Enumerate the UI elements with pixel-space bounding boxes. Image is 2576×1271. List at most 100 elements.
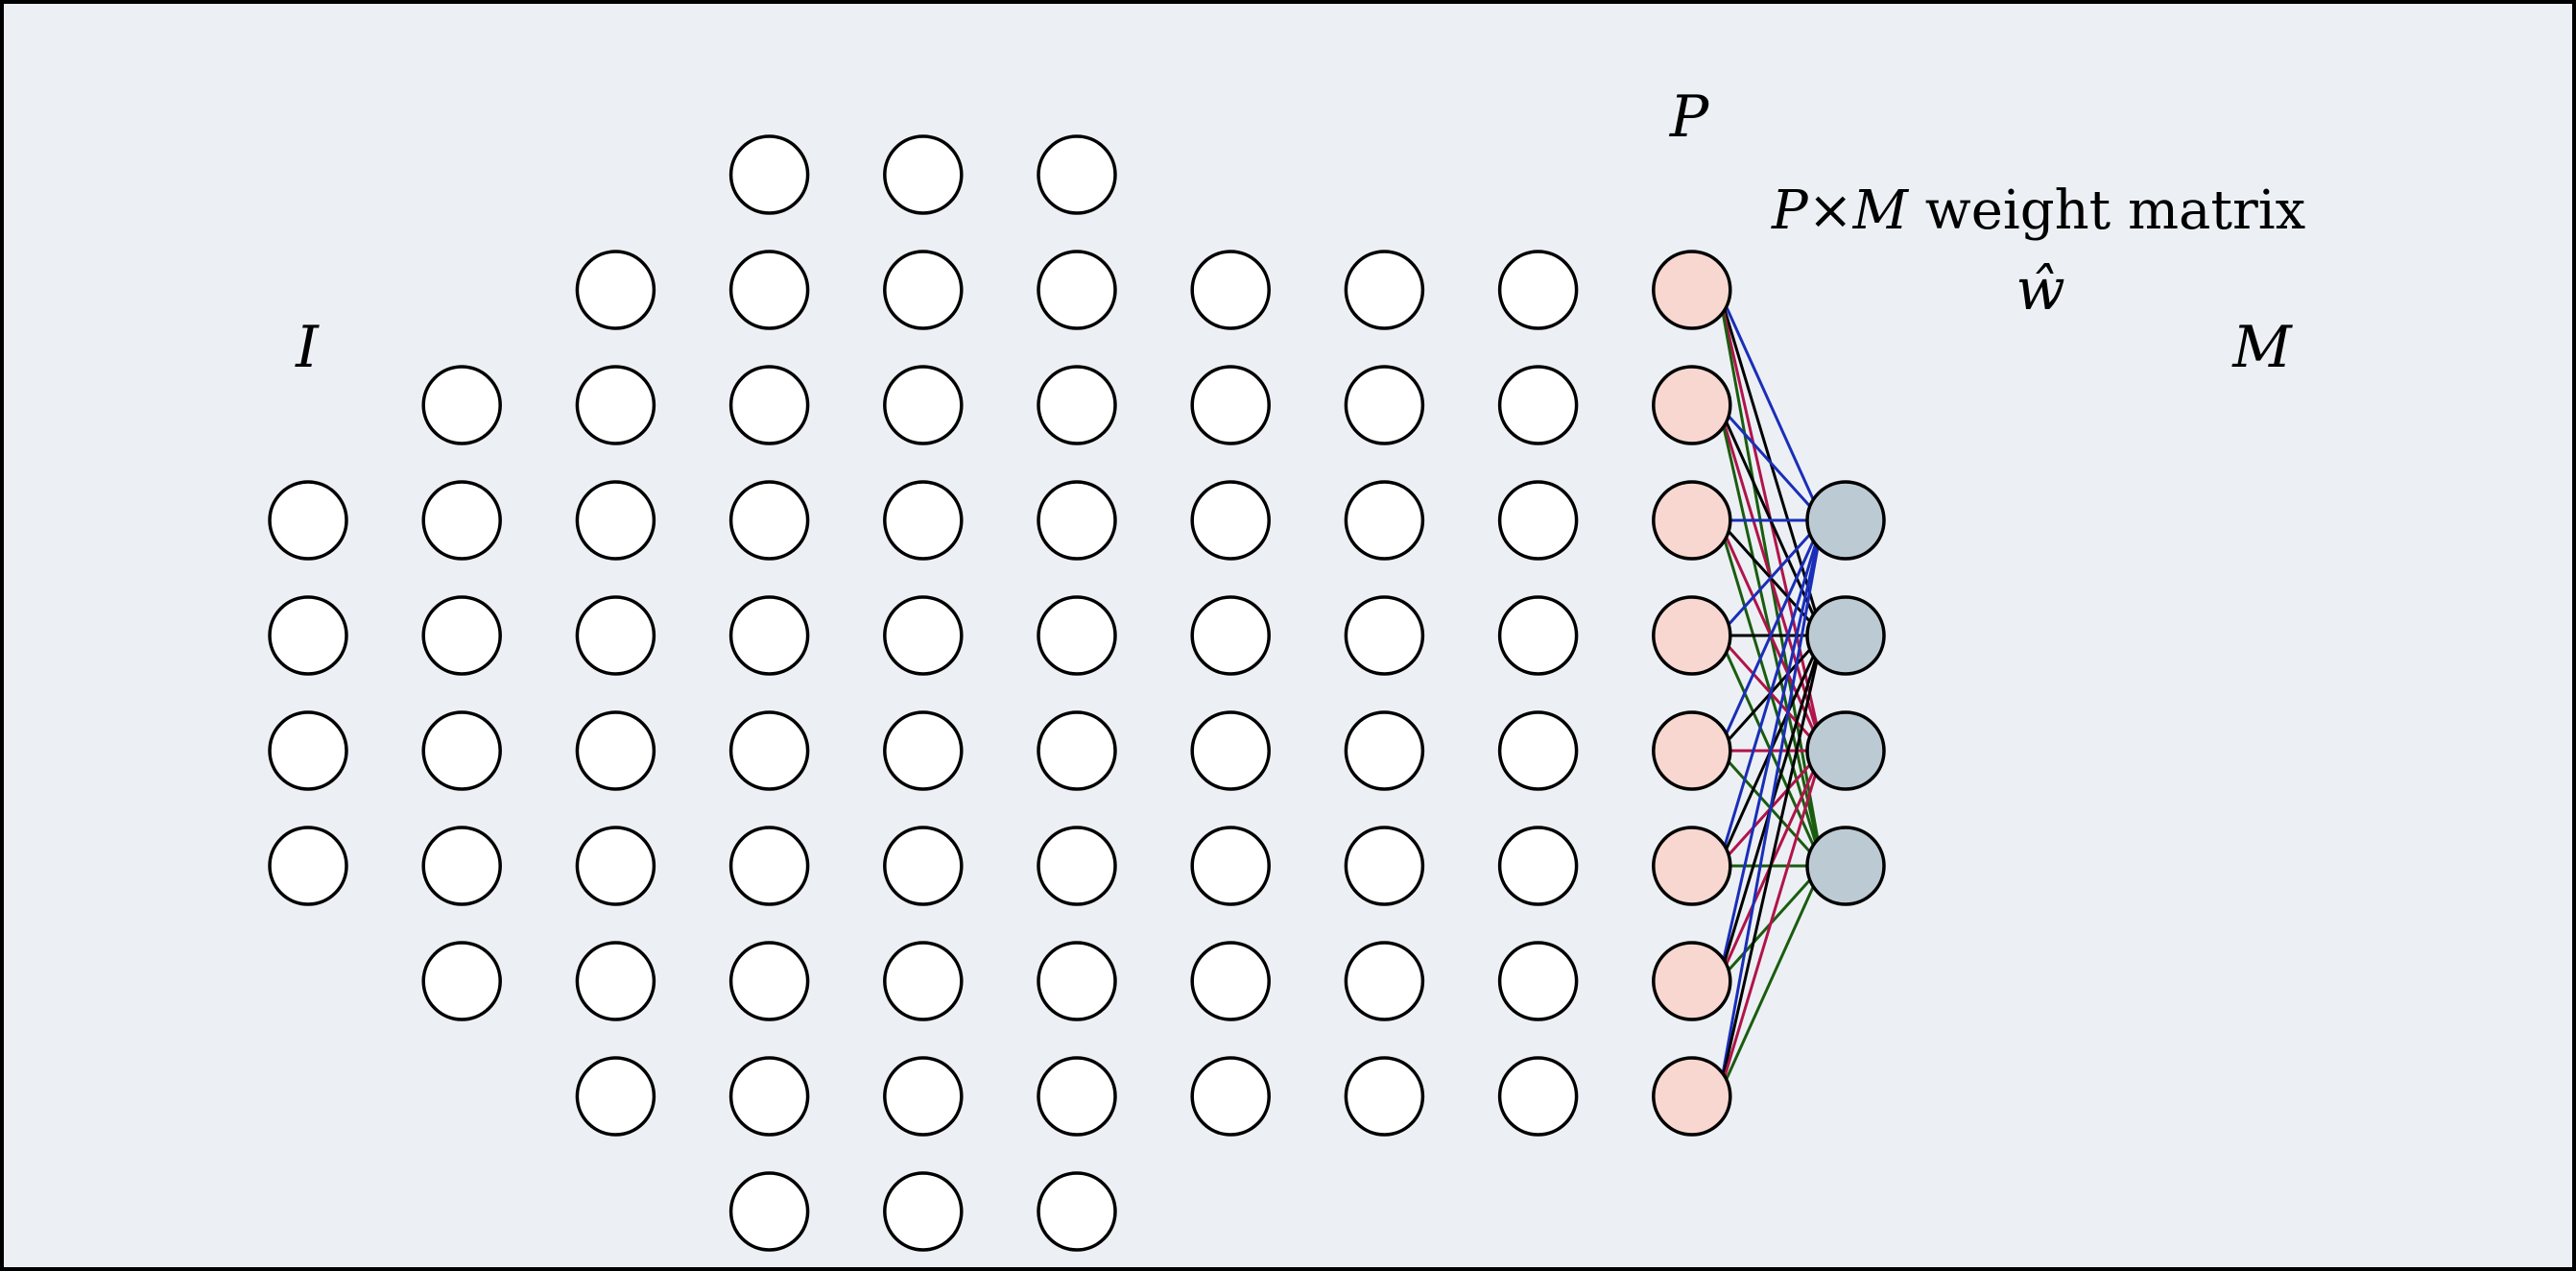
weight-edge xyxy=(1717,403,1825,522)
weight-edge xyxy=(1717,519,1825,982)
caption-m: M xyxy=(1852,180,1910,242)
hidden-2-neuron xyxy=(575,1056,656,1137)
hidden-2-neuron xyxy=(575,826,656,906)
hidden-1-layer xyxy=(421,365,502,1021)
hidden-7-neuron xyxy=(1344,941,1425,1021)
penultimate-neuron xyxy=(1652,480,1732,561)
weight-edge xyxy=(1717,750,1825,1097)
hidden-4-neuron xyxy=(883,710,964,791)
hidden-6-neuron xyxy=(1190,1056,1271,1137)
hidden-6-neuron xyxy=(1190,250,1271,330)
hidden-4-layer xyxy=(883,134,964,1252)
hidden-1-neuron xyxy=(421,710,502,791)
penultimate-layer-label: P xyxy=(1669,84,1710,151)
hidden-3-neuron xyxy=(728,941,810,1021)
hidden-5-neuron xyxy=(1037,710,1117,791)
hidden-2-neuron xyxy=(575,480,656,561)
weight-edge xyxy=(1717,289,1825,521)
hidden-7-layer xyxy=(1344,250,1425,1137)
caption-text: weight matrix xyxy=(1908,180,2305,242)
hidden-2-layer xyxy=(575,250,656,1137)
input-layer-label: I xyxy=(295,314,320,381)
output-neuron xyxy=(1805,595,1886,676)
hidden-3-neuron xyxy=(728,826,810,906)
hidden-5-neuron xyxy=(1037,595,1117,676)
input-layer xyxy=(268,480,348,906)
caption-p: P xyxy=(1771,180,1809,242)
hidden-7-neuron xyxy=(1344,1056,1425,1137)
hidden-4-neuron xyxy=(883,1056,964,1137)
hidden-1-neuron xyxy=(421,365,502,445)
output-neuron xyxy=(1805,480,1886,561)
hidden-3-neuron xyxy=(728,595,810,676)
hidden-2-neuron xyxy=(575,595,656,676)
hidden-4-neuron xyxy=(883,134,964,215)
output-layer xyxy=(1805,480,1886,906)
hidden-8-neuron xyxy=(1497,710,1579,791)
hidden-5-neuron xyxy=(1037,1056,1117,1137)
hidden-2-neuron xyxy=(575,941,656,1021)
hidden-8-neuron xyxy=(1497,250,1579,330)
hidden-4-neuron xyxy=(883,250,964,330)
hidden-6-neuron xyxy=(1190,941,1271,1021)
hidden-7-neuron xyxy=(1344,480,1425,561)
hidden-6-neuron xyxy=(1190,710,1271,791)
weight-edge xyxy=(1717,635,1825,1097)
hidden-1-neuron xyxy=(421,826,502,906)
penultimate-neuron xyxy=(1652,595,1732,676)
output-neuron xyxy=(1805,826,1886,906)
hidden-1-neuron xyxy=(421,941,502,1021)
caption-times: × xyxy=(1808,180,1853,242)
weight-matrix-caption: P×M weight matrix xyxy=(1771,180,2305,242)
hidden-2-neuron xyxy=(575,250,656,330)
hidden-6-neuron xyxy=(1190,480,1271,561)
hidden-7-neuron xyxy=(1344,826,1425,906)
hidden-4-neuron xyxy=(883,480,964,561)
hidden-7-neuron xyxy=(1344,365,1425,445)
hidden-2-neuron xyxy=(575,710,656,791)
hidden-5-neuron xyxy=(1037,134,1117,215)
input-neuron xyxy=(268,595,348,676)
hidden-3-neuron xyxy=(728,250,810,330)
hidden-5-layer xyxy=(1037,134,1117,1252)
penultimate-neuron xyxy=(1652,710,1732,791)
hidden-6-neuron xyxy=(1190,826,1271,906)
hidden-3-neuron xyxy=(728,365,810,445)
hidden-8-neuron xyxy=(1497,1056,1579,1137)
penultimate-neuron xyxy=(1652,365,1732,445)
hidden-5-neuron xyxy=(1037,826,1117,906)
weight-edge xyxy=(1717,519,1825,752)
weight-connections xyxy=(1717,289,1825,1097)
hidden-8-neuron xyxy=(1497,480,1579,561)
hidden-1-neuron xyxy=(421,595,502,676)
hidden-3-neuron xyxy=(728,1056,810,1137)
penultimate-neuron xyxy=(1652,250,1732,330)
hidden-7-neuron xyxy=(1344,710,1425,791)
hidden-4-neuron xyxy=(883,595,964,676)
hidden-4-neuron xyxy=(883,365,964,445)
hidden-3-neuron xyxy=(728,134,810,215)
hidden-5-neuron xyxy=(1037,250,1117,330)
hidden-3-layer xyxy=(728,134,810,1252)
hidden-8-neuron xyxy=(1497,595,1579,676)
hidden-3-neuron xyxy=(728,710,810,791)
hidden-2-neuron xyxy=(575,365,656,445)
weight-symbol: ŵ xyxy=(2015,256,2064,324)
weight-edge xyxy=(1717,865,1825,1097)
input-neuron xyxy=(268,826,348,906)
hidden-5-neuron xyxy=(1037,1171,1117,1252)
output-neuron xyxy=(1805,710,1886,791)
hidden-4-neuron xyxy=(883,826,964,906)
input-neuron xyxy=(268,710,348,791)
hidden-5-neuron xyxy=(1037,365,1117,445)
output-layer-label: M xyxy=(2231,314,2293,381)
hidden-7-neuron xyxy=(1344,250,1425,330)
hidden-8-layer xyxy=(1497,250,1579,1137)
hidden-5-neuron xyxy=(1037,480,1117,561)
hidden-4-neuron xyxy=(883,1171,964,1252)
hidden-4-neuron xyxy=(883,941,964,1021)
weight-edge xyxy=(1717,518,1825,637)
hidden-8-neuron xyxy=(1497,365,1579,445)
weight-edge xyxy=(1717,519,1825,1097)
